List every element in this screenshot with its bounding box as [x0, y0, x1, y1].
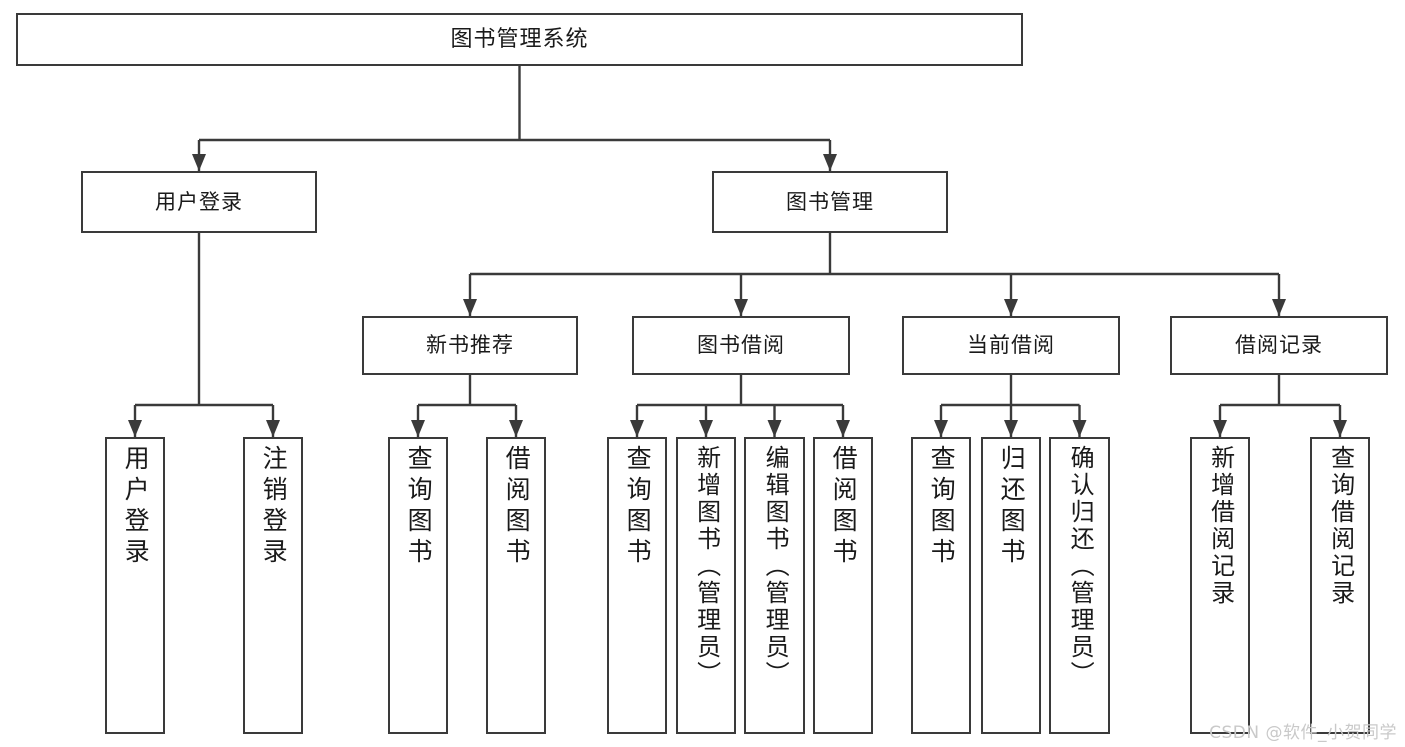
- arrowhead-leaf-borrow-2: [836, 420, 850, 437]
- arrowhead-cur-borrow: [1004, 299, 1018, 316]
- node-label: 编辑图书（管理员）: [761, 445, 790, 688]
- node-cur-borrow[interactable]: 当前借阅: [902, 316, 1120, 375]
- node-label: 图书管理: [786, 189, 874, 214]
- arrowhead-leaf-edit-book: [767, 420, 782, 437]
- node-leaf-add-book[interactable]: 新增图书（管理员）: [676, 437, 736, 734]
- node-leaf-return[interactable]: 归还图书: [981, 437, 1041, 734]
- node-leaf-q-book-3[interactable]: 查询图书: [911, 437, 971, 734]
- arrowhead-leaf-borrow-1: [509, 420, 523, 437]
- node-borrow-log[interactable]: 借阅记录: [1170, 316, 1388, 375]
- node-label: 借阅图书: [502, 445, 532, 569]
- node-label: 新增借阅记录: [1206, 445, 1235, 607]
- arrowhead-leaf-return: [1004, 420, 1018, 437]
- arrowhead-leaf-login: [128, 420, 142, 437]
- node-label: 用户登录: [121, 445, 151, 569]
- arrowhead-leaf-confirm: [1072, 420, 1087, 437]
- node-label: 归还图书: [997, 445, 1027, 569]
- node-book-borrow[interactable]: 图书借阅: [632, 316, 850, 375]
- watermark: CSDN @软件_小贺同学: [1209, 723, 1397, 743]
- node-label: 查询图书: [404, 445, 434, 569]
- node-label: 查询借阅记录: [1326, 445, 1355, 607]
- node-leaf-edit-book[interactable]: 编辑图书（管理员）: [744, 437, 805, 734]
- arrowhead-leaf-q-book-1: [411, 420, 425, 437]
- arrowhead-leaf-logout: [266, 420, 280, 437]
- node-label: 确认归还（管理员）: [1066, 445, 1095, 688]
- node-book-manage[interactable]: 图书管理: [712, 171, 948, 233]
- node-root[interactable]: 图书管理系统: [16, 13, 1023, 66]
- arrowhead-leaf-q-book-2: [630, 420, 644, 437]
- arrowhead-leaf-q-book-3: [934, 420, 948, 437]
- arrowhead-user-login: [192, 154, 206, 171]
- node-label: 查询图书: [927, 445, 957, 569]
- node-leaf-borrow-1[interactable]: 借阅图书: [486, 437, 546, 734]
- arrowhead-book-borrow: [734, 299, 748, 316]
- node-label: 图书借阅: [697, 333, 785, 357]
- node-leaf-borrow-2[interactable]: 借阅图书: [813, 437, 873, 734]
- arrowhead-new-book-rec: [463, 299, 477, 316]
- node-leaf-q-book-2[interactable]: 查询图书: [607, 437, 667, 734]
- node-label: 借阅图书: [829, 445, 859, 569]
- node-user-login[interactable]: 用户登录: [81, 171, 317, 233]
- node-label: 注销登录: [259, 445, 289, 569]
- node-leaf-query-log[interactable]: 查询借阅记录: [1310, 437, 1370, 734]
- node-label: 当前借阅: [967, 333, 1055, 357]
- node-label: 查询图书: [623, 445, 653, 569]
- arrowhead-borrow-log: [1272, 299, 1286, 316]
- node-leaf-logout[interactable]: 注销登录: [243, 437, 303, 734]
- node-label: 图书管理系统: [450, 26, 589, 52]
- node-label: 借阅记录: [1235, 333, 1323, 357]
- node-leaf-q-book-1[interactable]: 查询图书: [388, 437, 448, 734]
- node-new-book-rec[interactable]: 新书推荐: [362, 316, 578, 375]
- arrowhead-leaf-add-book: [699, 420, 713, 437]
- node-label: 新书推荐: [426, 333, 514, 357]
- node-leaf-add-log[interactable]: 新增借阅记录: [1190, 437, 1250, 734]
- node-label: 用户登录: [155, 189, 243, 214]
- arrowhead-book-manage: [823, 154, 837, 171]
- node-leaf-login[interactable]: 用户登录: [105, 437, 165, 734]
- arrowhead-leaf-add-log: [1213, 420, 1227, 437]
- arrowhead-leaf-query-log: [1333, 420, 1347, 437]
- node-leaf-confirm[interactable]: 确认归还（管理员）: [1049, 437, 1110, 734]
- node-label: 新增图书（管理员）: [692, 445, 721, 688]
